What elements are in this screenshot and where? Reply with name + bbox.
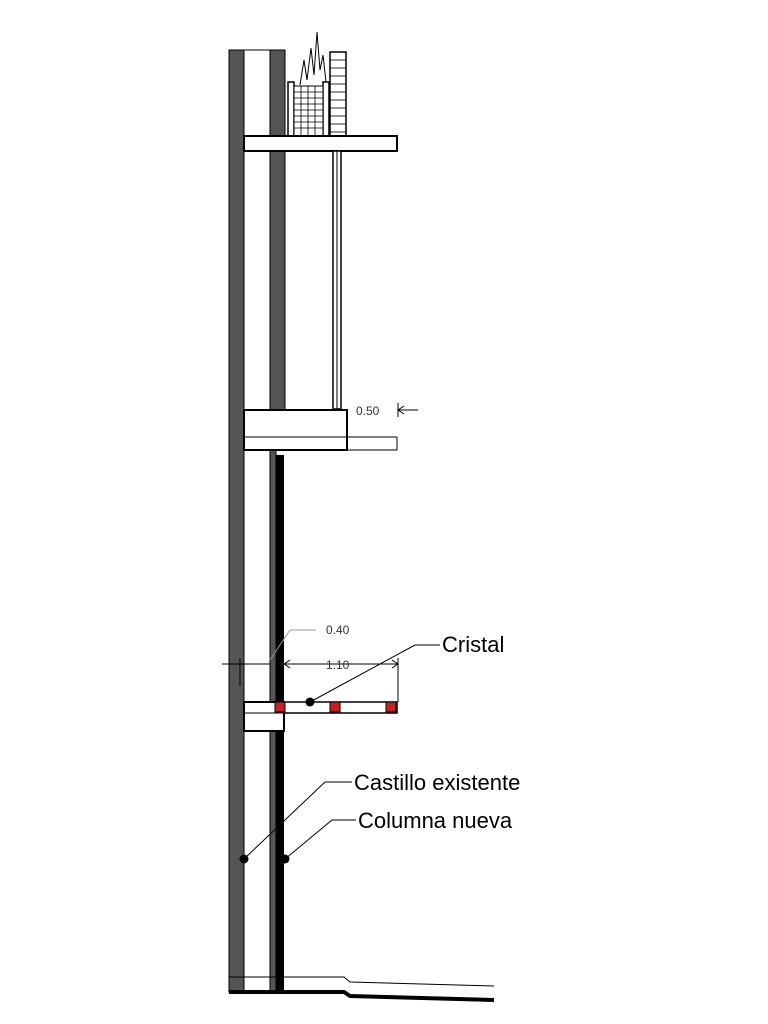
planter-wall-right bbox=[322, 81, 330, 137]
callout-existing-tie-column-label: Castillo existente bbox=[354, 770, 520, 795]
plant-foliage-icon bbox=[299, 31, 327, 86]
existing-tie-column-upper bbox=[269, 49, 286, 451]
dimension-column-label: 0.40 bbox=[326, 623, 350, 637]
callout-existing-tie-column: Castillo existente bbox=[239, 770, 520, 864]
upper-slab bbox=[243, 135, 398, 152]
brick-courses bbox=[330, 59, 346, 133]
railing-post bbox=[274, 701, 286, 713]
ground-line bbox=[229, 976, 495, 1002]
callout-glass-label: Cristal bbox=[442, 632, 504, 657]
dimension-balcony-label: 1.10 bbox=[326, 658, 350, 672]
dimension-sill: 0.50 bbox=[356, 403, 418, 418]
dimension-balcony: 1.10 bbox=[283, 658, 399, 702]
callout-glass: Cristal bbox=[305, 632, 504, 707]
dimension-column: 0.40 bbox=[222, 623, 350, 686]
railing-post bbox=[329, 701, 341, 713]
callout-new-column: Columna nueva bbox=[280, 808, 513, 864]
callout-new-column-label: Columna nueva bbox=[358, 808, 513, 833]
rooftop-planter bbox=[287, 31, 347, 137]
mid-slab bbox=[243, 409, 348, 451]
soil-hatch-pattern bbox=[294, 86, 323, 136]
left-wall bbox=[228, 49, 245, 993]
planter-soil bbox=[293, 85, 324, 137]
planter-wall-left bbox=[287, 81, 295, 137]
brick-parapet bbox=[329, 51, 347, 137]
dimension-sill-label: 0.50 bbox=[356, 404, 380, 418]
railing-post bbox=[385, 701, 397, 713]
